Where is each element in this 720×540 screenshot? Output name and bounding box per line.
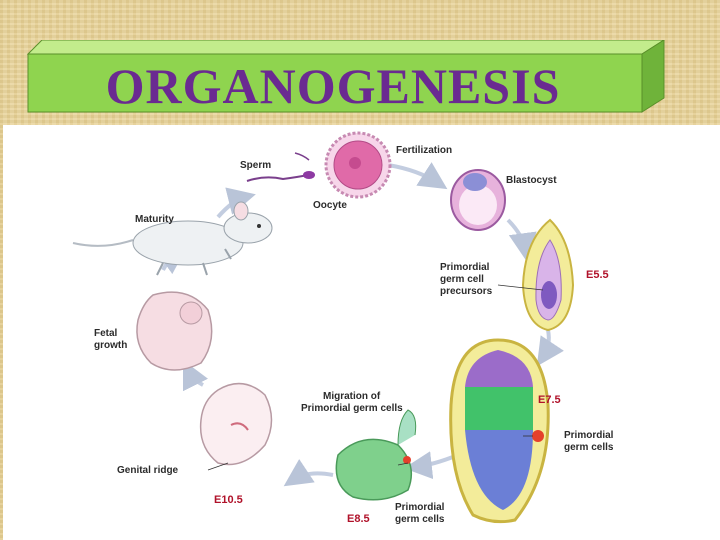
organogenesis-cycle-diagram: Sperm Fertilization Oocyte Blastocyst Ma…: [72, 131, 614, 525]
banner-box-shape: [26, 40, 665, 113]
label-pgc-e85-line1: Primordial: [395, 502, 445, 513]
label-migration-line1: Migration of: [323, 391, 381, 402]
stage-e85: E8.5: [347, 513, 370, 525]
label-fetal-growth-line1: Fetal: [94, 328, 118, 339]
blastocyst-illustration-icon: [450, 169, 506, 231]
fetus-illustration-icon: [136, 291, 213, 371]
label-pgc-precursors-line2: germ cell: [440, 274, 484, 285]
label-genital-ridge: Genital ridge: [117, 465, 179, 476]
stage-e75: E7.5: [538, 394, 561, 406]
e85-embryo-illustration-icon: [335, 409, 417, 501]
stage-e105: E10.5: [214, 494, 243, 506]
e105-embryo-illustration-icon: [199, 382, 273, 466]
leader-lines: [207, 284, 544, 471]
label-blastocyst: Blastocyst: [506, 175, 557, 186]
label-pgc-e75-line1: Primordial: [564, 430, 614, 441]
label-fetal-growth-line2: growth: [94, 340, 127, 351]
label-oocyte: Oocyte: [313, 200, 347, 211]
page-title: ORGANOGENESIS: [105, 58, 561, 114]
e55-embryo-illustration-icon: [521, 218, 575, 332]
label-sperm: Sperm: [240, 160, 271, 171]
label-migration-line2: Primordial germ cells: [301, 403, 403, 414]
label-pgc-e75-line2: germ cells: [564, 442, 614, 453]
label-fertilization: Fertilization: [396, 145, 452, 156]
mouse-illustration-icon: [72, 201, 273, 276]
title-banner: ORGANOGENESIS: [24, 40, 672, 120]
e75-embryo-illustration-icon: [449, 338, 550, 524]
sperm-illustration-icon: [246, 152, 315, 182]
label-pgc-e85-line2: germ cells: [395, 514, 445, 525]
stage-e55: E5.5: [586, 269, 609, 281]
oocyte-illustration-icon: [324, 131, 392, 199]
label-maturity: Maturity: [135, 214, 174, 225]
label-pgc-precursors-line1: Primordial: [440, 262, 490, 273]
label-pgc-precursors-line3: precursors: [440, 286, 493, 297]
diagram-panel: Sperm Fertilization Oocyte Blastocyst Ma…: [3, 125, 720, 540]
